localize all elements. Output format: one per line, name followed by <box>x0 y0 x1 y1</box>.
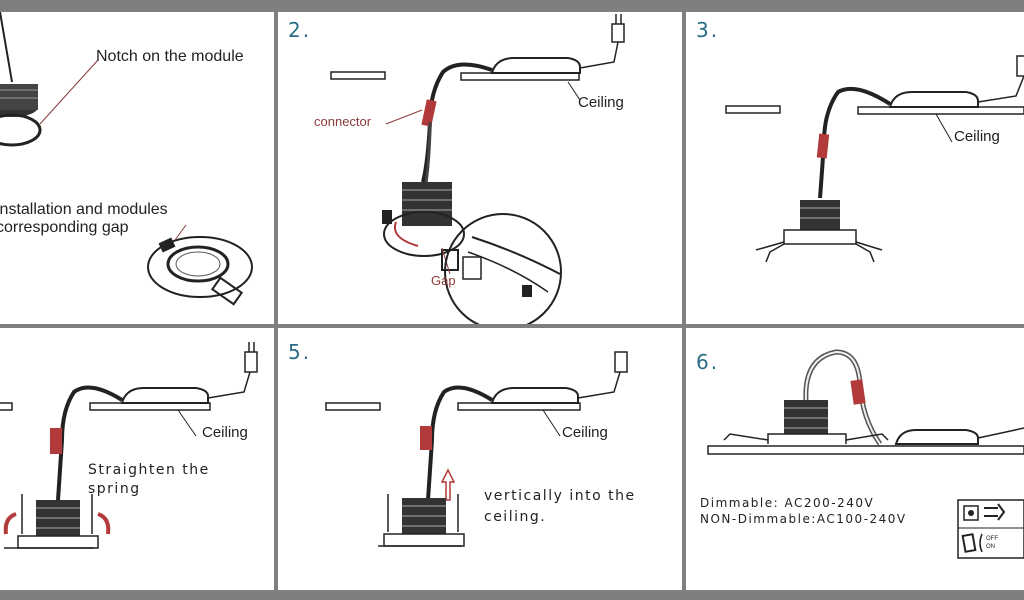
label-notch-on-module: Notch on the module <box>96 48 244 65</box>
step-number-6: 6. <box>696 350 720 374</box>
step-5-illustration <box>325 351 628 547</box>
label-ceiling: Ceiling <box>578 94 624 111</box>
label-ceiling: Ceiling <box>202 424 248 441</box>
label-installation-line-2: corresponding gap <box>0 219 129 236</box>
panel-step-3: 3. Ceiling <box>686 12 1024 324</box>
label-installation-line-1: installation and modules <box>0 201 168 218</box>
label-vertically-line-1: vertically into the <box>484 488 636 504</box>
label-dimmable-voltage: Dimmable: AC200-240V <box>700 496 875 510</box>
label-straighten-line-2: spring <box>88 481 141 497</box>
label-ceiling: Ceiling <box>954 128 1000 145</box>
step-6-illustration <box>707 349 1024 559</box>
label-vertically-line-2: ceiling. <box>484 509 547 525</box>
panel-step-2: 2. Ceiling connector Gap <box>278 12 682 324</box>
step-3-illustration <box>725 55 1024 263</box>
panel-step-1: Notch on the module installation and mod… <box>0 12 274 324</box>
panel-step-6: 6. Dimmable: AC200-240V NON-Dimmable:AC1… <box>686 328 1024 590</box>
label-off-on-switch: OFF ON <box>986 536 998 550</box>
label-non-dimmable-voltage: NON-Dimmable:AC100-240V <box>700 512 907 526</box>
label-ceiling: Ceiling <box>562 424 608 441</box>
step-2-illustration <box>330 14 625 324</box>
panel-step-4: Ceiling Straighten the spring <box>0 328 274 590</box>
panel-step-5: 5. Ceiling vertically into the ceiling. <box>278 328 682 590</box>
step-4-illustration <box>0 342 258 549</box>
step-number-3: 3. <box>696 18 720 42</box>
label-connector: connector <box>314 114 372 129</box>
step-1-illustration <box>0 12 253 306</box>
label-gap: Gap <box>431 273 456 288</box>
step-number-2: 2. <box>288 18 312 42</box>
step-number-5: 5. <box>288 340 312 364</box>
label-straighten-line-1: Straighten the <box>88 462 210 478</box>
